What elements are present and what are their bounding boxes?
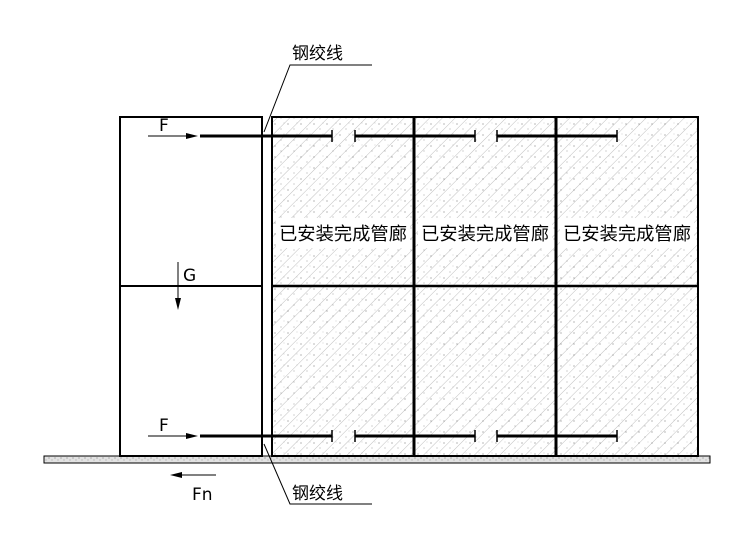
segment-label-1: 已安装完成管廊 xyxy=(279,224,407,245)
cable-top-label: 钢绞线 xyxy=(292,44,343,64)
friction-arrow xyxy=(170,472,216,478)
ground-strip xyxy=(43,455,711,464)
gravity-arrow xyxy=(175,262,181,310)
cable-top-leader xyxy=(263,64,372,133)
force-top-label: F xyxy=(159,116,169,136)
force-top-arrow xyxy=(148,133,198,139)
force-bottom-arrow xyxy=(148,433,198,439)
force-bottom-label: F xyxy=(159,416,169,436)
friction-label: Fn xyxy=(192,485,213,505)
segment-label-3: 已安装完成管廊 xyxy=(563,224,691,245)
gravity-label: G xyxy=(183,266,196,286)
cable-bottom-label: 钢绞线 xyxy=(292,484,343,504)
cable-bottom-leader xyxy=(263,443,372,505)
segment-label-2: 已安装完成管廊 xyxy=(421,224,549,245)
